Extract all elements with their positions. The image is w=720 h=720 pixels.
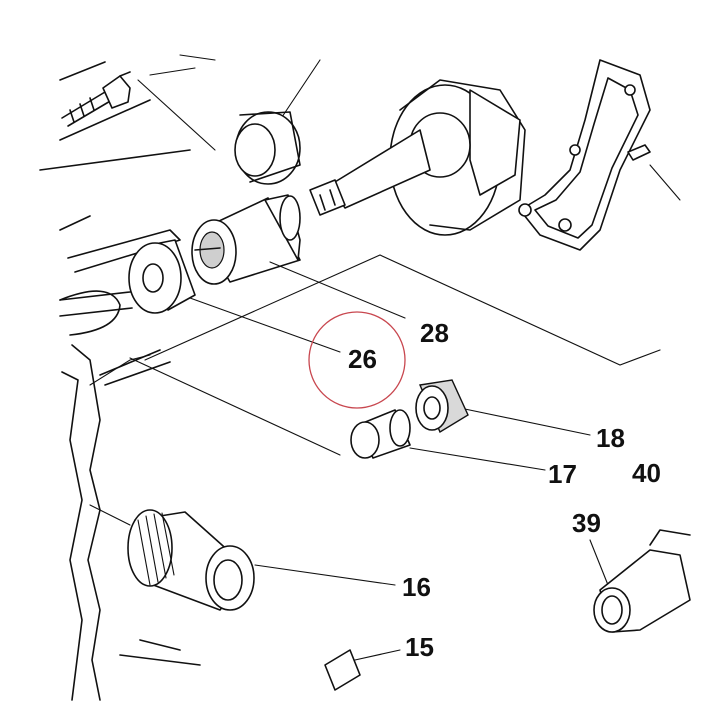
callout-18: 18: [596, 423, 625, 453]
tube-part-39: [593, 529, 691, 633]
callout-15: 15: [405, 632, 434, 662]
callout-26: 26: [348, 344, 377, 374]
bolt-part: [61, 71, 131, 127]
rod-part: [59, 291, 133, 317]
engine-block-outline: [39, 61, 201, 701]
part-15: [324, 649, 361, 691]
leader-lines: [89, 261, 611, 661]
callout-16: 16: [402, 572, 431, 602]
gasket-plate: [518, 59, 681, 251]
callout-40: 40: [632, 458, 661, 488]
highlight-circle: [308, 311, 406, 409]
ring-part-26: [128, 239, 196, 314]
pump-impeller: [309, 79, 526, 236]
callout-39: 39: [572, 508, 601, 538]
bush-part-28: [191, 194, 301, 285]
sleeve-part-17: [350, 409, 411, 459]
callout-28: 28: [420, 318, 449, 348]
seal-ring-top: [234, 111, 301, 185]
ring-part-18: [415, 379, 469, 434]
callout-17: 17: [548, 459, 577, 489]
sleeve-part-16: [127, 509, 255, 611]
